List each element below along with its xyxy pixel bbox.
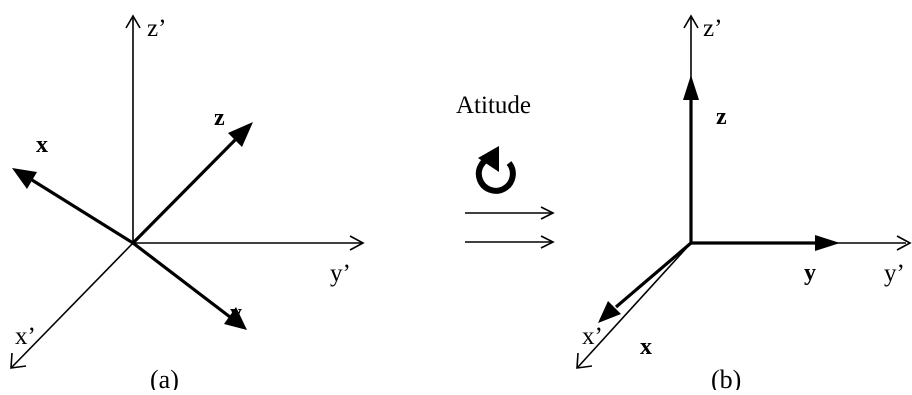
- panel-a-x-label: x: [36, 132, 48, 158]
- panel-b-z-prime-label: z’: [703, 15, 722, 42]
- panel-b-y-arrowhead: [815, 235, 840, 251]
- panel-a: z’ y’ x’ z x y (a): [10, 14, 365, 394]
- panel-a-y-arrowhead: [224, 307, 247, 330]
- panel-b-z-label: z: [716, 104, 727, 130]
- transition-arrow-1-head: [540, 206, 555, 220]
- panel-b-x-prime-label: x’: [582, 323, 603, 350]
- transition-arrow-2-head: [540, 235, 555, 249]
- panel-a-x-prime-axis: [11, 242, 134, 368]
- panel-a-caption: (a): [150, 365, 179, 390]
- panel-b-x-axis: [614, 241, 693, 309]
- panel-a-x-arrowhead: [12, 168, 37, 189]
- panel-b-caption: (b): [711, 365, 741, 390]
- panel-b-z-prime-arrowhead: [683, 14, 699, 29]
- panel-a-z-label: z: [214, 105, 225, 131]
- transition-label: Atitude: [456, 92, 531, 119]
- panel-b-x-label: x: [640, 334, 652, 360]
- panel-a-z-prime-label: z’: [147, 15, 166, 42]
- panel-a-y-prime-arrowhead: [349, 235, 365, 251]
- panel-a-x-prime-label: x’: [15, 323, 36, 350]
- panel-b-y-label: y: [804, 260, 816, 286]
- panel-b: z’ y’ x’ z y x (b): [576, 14, 912, 394]
- rotation-icon: [475, 146, 516, 194]
- panel-b-x-prime-arrowhead: [576, 352, 593, 369]
- panel-a-y-label: y: [230, 300, 242, 326]
- panel-b-y-prime-arrowhead: [896, 235, 912, 251]
- panel-b-x-arrowhead: [598, 301, 621, 323]
- panel-b-y-prime-label: y’: [884, 260, 905, 287]
- panel-a-z-arrowhead: [228, 122, 253, 147]
- panel-a-y-prime-label: y’: [330, 260, 351, 287]
- panel-a-z-axis: [131, 135, 240, 245]
- panel-b-z-arrowhead: [683, 75, 699, 100]
- panel-a-y-axis: [132, 241, 231, 319]
- panel-b-x-prime-axis: [577, 242, 692, 368]
- panel-a-x-axis: [31, 178, 134, 245]
- panel-a-x-prime-arrowhead: [10, 352, 27, 369]
- transition: Atitude: [456, 92, 555, 249]
- panel-a-z-prime-arrowhead: [125, 14, 141, 29]
